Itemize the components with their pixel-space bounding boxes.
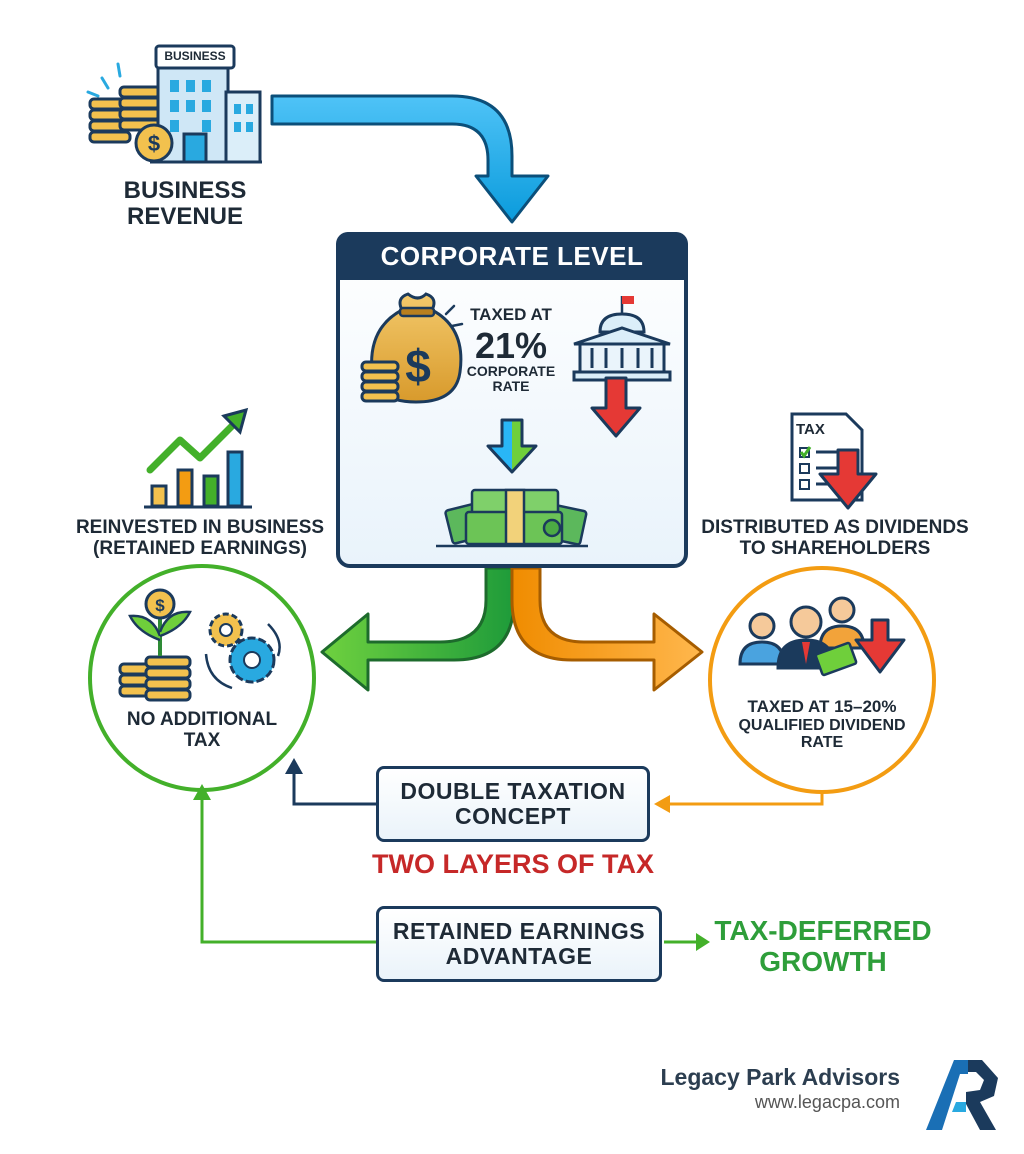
svg-text:$: $ <box>155 596 165 615</box>
plant-coins-gears-icon: $ <box>118 588 281 702</box>
revenue-label-line1: BUSINESS <box>123 177 247 204</box>
tax-down-arrow <box>590 376 642 438</box>
tax-document-icon <box>790 412 878 510</box>
corporate-icons: $ <box>360 292 672 548</box>
cash-stack-icon <box>436 488 588 548</box>
retained-heading: REINVESTED IN BUSINESS (RETAINED EARNING… <box>60 517 340 560</box>
brand-logo-icon <box>922 1052 1002 1134</box>
dividend-tax-line2: QUALIFIED DIVIDEND <box>738 716 906 734</box>
corporate-rate-line2: RATE <box>492 378 530 395</box>
dividend-flow-arrow <box>510 566 704 692</box>
corporate-taxed-at: TAXED AT <box>470 305 552 324</box>
double-tax-line1: DOUBLE TAXATION <box>400 777 626 804</box>
dividend-tax-line3: RATE <box>800 734 844 752</box>
no-tax-line2: TAX <box>183 729 221 751</box>
shareholders-icon <box>738 596 906 677</box>
government-building-icon <box>572 296 672 382</box>
svg-text:$: $ <box>148 131 160 156</box>
retained-heading-line2: (RETAINED EARNINGS) <box>93 537 307 559</box>
dividend-heading: DISTRIBUTED AS DIVIDENDS TO SHAREHOLDERS <box>690 517 980 560</box>
brand-url[interactable]: www.legacpa.com <box>754 1092 900 1112</box>
revenue-label-line2: REVENUE <box>126 203 244 231</box>
retained-box-line2: ADVANTAGE <box>445 943 593 969</box>
business-building-icon: $ <box>86 44 262 164</box>
tax-deferred-line1: TAX-DEFERRED <box>714 915 932 946</box>
tax-document-label: TAX <box>796 421 825 438</box>
dividend-tax-line1: TAXED AT 15–20% <box>747 697 897 716</box>
retained-heading-line1: REINVESTED IN BUSINESS <box>75 517 325 538</box>
no-tax-line1: NO ADDITIONAL <box>126 709 278 730</box>
dividend-heading-line2: TO SHAREHOLDERS <box>739 537 931 559</box>
double-taxation-box: DOUBLE TAXATION CONCEPT <box>376 766 650 842</box>
net-income-arrow <box>486 418 538 474</box>
double-tax-connector <box>664 792 824 806</box>
retained-box-line1: RETAINED EARNINGS <box>392 917 646 944</box>
no-tax-label: NO ADDITIONAL TAX <box>102 709 302 752</box>
two-layers-caption: TWO LAYERS OF TAX <box>371 849 654 879</box>
corporate-rate-label: CORPORATE RATE <box>446 363 576 395</box>
tax-deferred-label: TAX-DEFERRED GROWTH <box>708 915 938 978</box>
brand-name: Legacy Park Advisors <box>660 1064 901 1090</box>
dividend-heading-line1: DISTRIBUTED AS DIVIDENDS <box>701 517 969 538</box>
revenue-flow-arrow <box>270 94 550 224</box>
corporate-level-title: CORPORATE LEVEL <box>336 232 688 280</box>
tax-deferred-line2: GROWTH <box>759 945 887 977</box>
retained-earnings-box: RETAINED EARNINGS ADVANTAGE <box>376 906 662 982</box>
dividend-tax-circle <box>708 566 936 794</box>
building-sign: BUSINESS <box>164 49 226 63</box>
dividend-tax-label: TAXED AT 15–20% QUALIFIED DIVIDEND RATE <box>722 697 922 752</box>
double-tax-line2: CONCEPT <box>455 803 571 829</box>
corporate-rate-line1: CORPORATE <box>466 363 556 379</box>
growth-chart-icon <box>144 407 252 509</box>
corporate-rate-value: 21% <box>474 325 548 366</box>
money-bag-icon: $ <box>360 292 464 404</box>
business-revenue-label: BUSINESS REVENUE <box>80 177 290 231</box>
retained-connector <box>200 796 376 944</box>
svg-text:$: $ <box>405 340 431 392</box>
retained-flow-arrow <box>320 566 516 692</box>
